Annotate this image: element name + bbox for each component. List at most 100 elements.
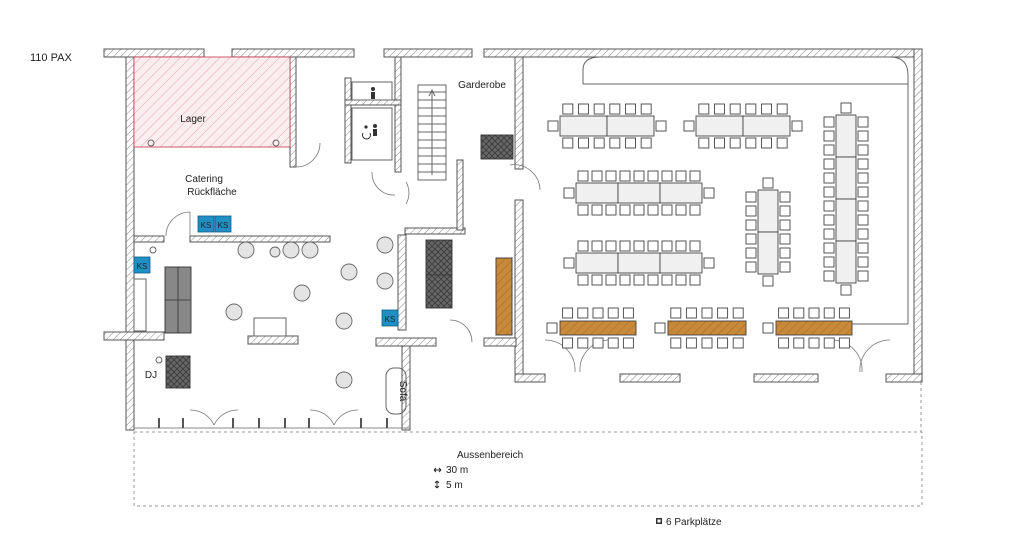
chair [823, 214, 835, 226]
chair [857, 130, 869, 142]
chair [857, 200, 869, 212]
male-toilet-icon [371, 87, 375, 99]
chair [729, 137, 741, 149]
chair [838, 307, 850, 319]
chair [655, 120, 667, 132]
chair [605, 204, 617, 216]
chair [577, 337, 589, 349]
chair [547, 120, 559, 132]
chair [625, 103, 636, 115]
chair [857, 270, 869, 282]
chair [823, 144, 835, 156]
chair [670, 337, 682, 349]
chair [745, 205, 757, 217]
chair [714, 103, 725, 115]
chair [605, 240, 617, 252]
capacity-label: 110 PAX [30, 52, 72, 64]
chair [729, 103, 741, 115]
chair [745, 103, 757, 115]
chair [633, 274, 645, 286]
parking-label: 6 Parkplätze [666, 517, 722, 528]
chair [578, 137, 589, 149]
chair [745, 261, 757, 273]
chair [857, 116, 869, 128]
chair [840, 284, 852, 296]
chair [857, 228, 869, 240]
storage-area [133, 56, 291, 148]
chair [591, 204, 603, 216]
chair [732, 337, 744, 349]
chair [609, 137, 621, 149]
garderobe-counter [480, 134, 514, 160]
chair [732, 307, 744, 319]
left-building-walls [103, 48, 524, 431]
table [606, 115, 655, 137]
table [757, 189, 779, 233]
chair [762, 275, 774, 287]
chair [808, 307, 820, 319]
chair [823, 256, 835, 268]
chair [675, 240, 687, 252]
main-hall-furniture [546, 102, 869, 349]
ks-box-label: KS [137, 262, 148, 271]
chair [609, 103, 621, 115]
chair [776, 103, 788, 115]
chair [840, 102, 852, 114]
accessible-toilet-icon [362, 124, 377, 140]
chair [675, 274, 687, 286]
chair [823, 270, 835, 282]
chair [619, 204, 631, 216]
ks-boxes: KS KS KS KS [133, 215, 399, 327]
doors [165, 142, 891, 426]
bar-counter-dark [425, 239, 453, 309]
chair [793, 337, 805, 349]
garderobe-label: Garderobe [458, 80, 506, 91]
chair [823, 307, 835, 319]
chair [823, 228, 835, 240]
chair [808, 337, 820, 349]
table [617, 182, 661, 204]
side-bench [133, 278, 147, 332]
chair [562, 307, 574, 319]
table [835, 156, 857, 200]
chair [633, 204, 645, 216]
table [835, 198, 857, 242]
ks-box-label: KS [385, 315, 396, 324]
chair [647, 204, 659, 216]
chair [823, 337, 835, 349]
chair [661, 204, 673, 216]
chair [857, 256, 869, 268]
catering-label-line2: Rückfläche [187, 187, 237, 198]
chair [779, 219, 791, 231]
chair [698, 103, 710, 115]
bar-table [667, 320, 747, 336]
chair [577, 307, 589, 319]
chair [689, 240, 701, 252]
lounge-round-tables [149, 236, 394, 389]
chair [607, 337, 619, 349]
chair [701, 307, 713, 319]
table [695, 115, 744, 137]
chair [622, 307, 634, 319]
chair [745, 247, 757, 259]
chair [619, 274, 631, 286]
outdoor-width: 30 m [446, 465, 468, 476]
chair [745, 219, 757, 231]
storage-pillar [147, 139, 155, 147]
chair [563, 187, 575, 199]
chair [689, 170, 701, 182]
chair [633, 240, 645, 252]
chair [654, 322, 666, 334]
dj-booth [165, 355, 191, 389]
chair [762, 177, 774, 189]
chair [593, 137, 605, 149]
table [575, 182, 619, 204]
chair [823, 130, 835, 142]
table [835, 114, 857, 158]
table [559, 115, 608, 137]
chair [647, 274, 659, 286]
chair [640, 137, 652, 149]
chair [675, 170, 687, 182]
chair [593, 103, 605, 115]
chair [778, 307, 790, 319]
